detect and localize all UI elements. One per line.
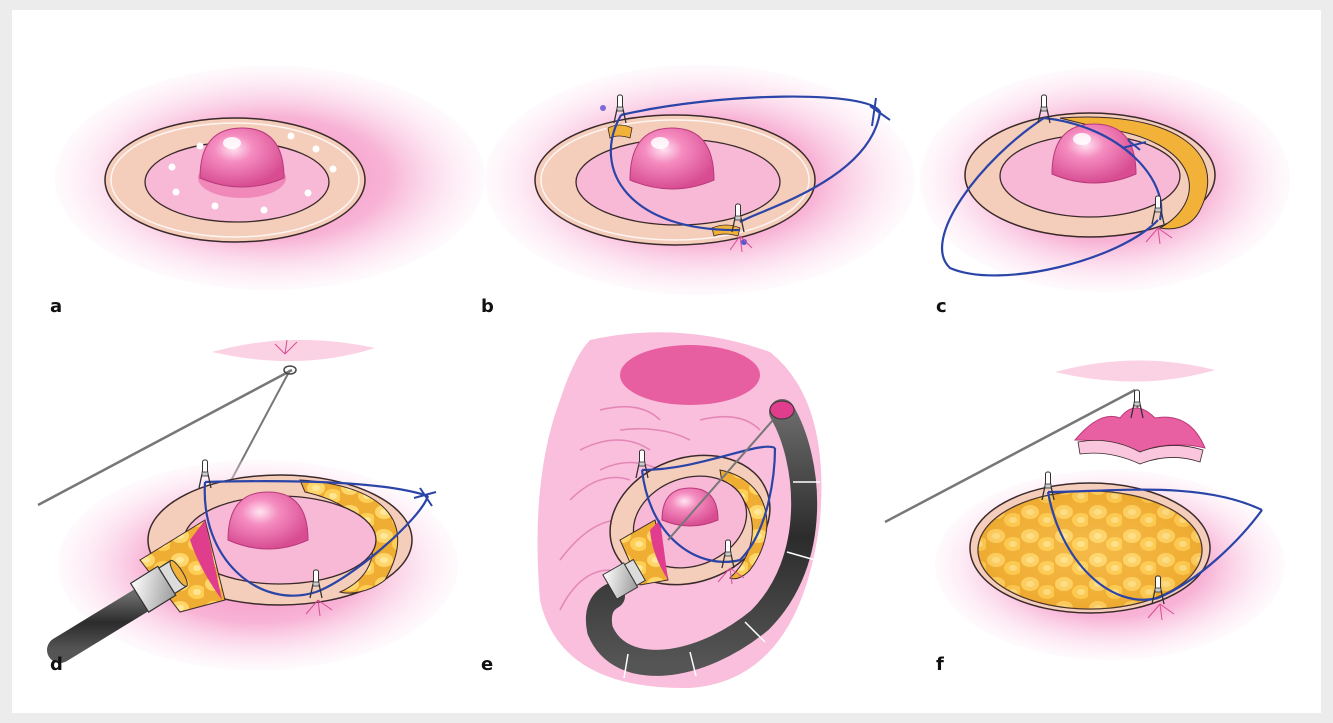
panel-f-illustration [885,360,1285,660]
panel-d-illustration [38,340,458,670]
panel-e-illustration [538,332,822,688]
panel-label-a: a [50,296,62,317]
panel-label-e: e [481,654,493,675]
panel-b-illustration [485,65,915,295]
panel-label-b: b [481,296,494,317]
panel-label-f: f [936,654,944,675]
panel-label-d: d [50,654,63,675]
panel-label-c: c [936,296,947,317]
panel-a-illustration [55,66,485,290]
panel-c-illustration [920,68,1290,292]
